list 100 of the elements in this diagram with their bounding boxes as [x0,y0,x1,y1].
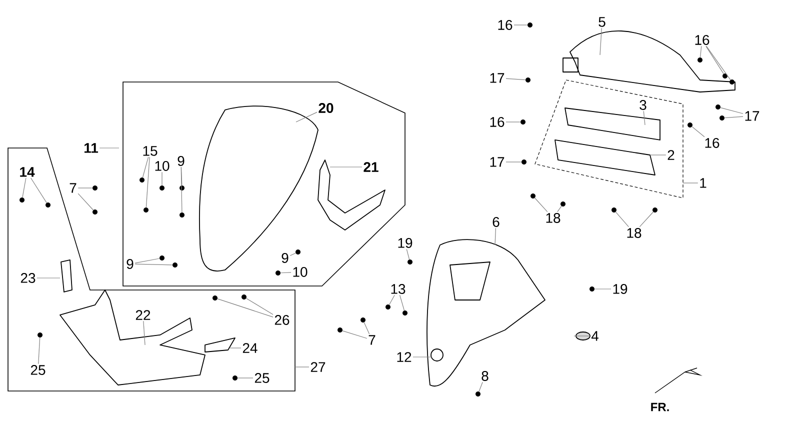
screw [528,22,532,28]
leader-line [78,193,94,210]
screw [232,376,238,380]
leader-line [294,366,310,368]
leader-line [514,24,528,26]
callout-number: 16 [705,138,720,148]
leader-line [412,356,432,358]
leader-line [290,252,296,256]
leader-line [364,322,370,334]
leader-line [342,330,368,339]
screw [688,122,692,128]
leader-line [406,248,410,260]
leader-line [682,182,698,184]
callout-number: 16 [490,117,504,127]
callout-number: 9 [282,253,288,263]
screw [242,294,246,300]
screw [560,202,566,206]
leader-line [38,337,40,364]
screw [698,58,702,62]
leader-line [180,166,182,213]
screw [46,202,51,208]
leader-line [706,46,724,74]
screw [612,208,616,212]
leader-line [280,272,292,274]
screw [276,270,280,276]
leader-line [296,112,318,122]
leader-line [134,264,173,266]
leader-line [557,206,562,212]
callout-number: 6 [492,217,500,227]
screw [160,186,164,190]
leader-line [478,382,483,392]
leader-line [724,116,744,118]
callout-number: 11 [84,143,98,153]
screw [522,160,526,164]
callout-number: 4 [591,331,598,341]
callout-number: 1 [700,178,706,188]
callout-number: 7 [70,183,76,193]
screw [590,286,594,292]
leader-line [494,228,496,246]
leader-line [389,294,395,305]
leader-line [143,320,146,346]
screw [402,310,408,316]
screw [338,328,342,332]
screw [652,208,658,212]
leader-line [30,178,47,204]
screw [92,186,98,190]
callout-number: 7 [368,335,376,345]
callout-number: 17 [745,111,760,121]
screw [160,256,164,260]
leader-line [700,46,702,58]
callout-number: 17 [490,73,504,83]
screw [530,194,536,198]
leader-line [594,288,612,290]
callout-number: 15 [143,146,158,156]
callout-number: 18 [546,213,560,223]
leader-line [146,156,150,208]
leader-line [600,28,602,56]
screw [408,260,412,264]
screw [716,104,720,110]
leader-line [534,198,548,212]
callout-number: 9 [178,156,184,166]
leader-line [643,110,646,126]
callout-number: 16 [498,20,512,30]
screw [144,208,148,212]
screw [386,304,390,310]
callout-number: 25 [254,373,270,383]
screw [526,78,530,82]
callout-number: 14 [20,167,35,177]
callout-number: 9 [126,259,134,269]
callout-number: 10 [293,267,308,277]
callout-number: 22 [136,310,150,320]
screw [180,186,184,190]
leader-line [400,294,405,311]
callout-number: 2 [668,150,674,160]
screw [720,116,724,120]
callout-number: 23 [20,273,36,283]
leader-line [246,298,274,315]
screw [476,392,480,396]
screw [180,212,184,218]
callout-number: 18 [627,228,642,238]
leader-line [22,178,26,198]
callout-number: 20 [318,103,334,113]
screw [730,80,734,84]
screw [92,210,98,214]
leader-line [615,212,629,228]
screw [212,296,218,300]
callout-number: 27 [310,362,326,372]
callout-number: 13 [391,284,406,294]
screw [520,120,526,124]
leader-line [330,166,362,168]
callout-number: 21 [364,162,378,172]
callout-number: 24 [242,343,258,353]
leader-line [217,298,274,318]
screw [20,198,25,202]
callout-number: 8 [482,371,488,381]
leader-line [142,156,149,178]
screw [360,318,366,322]
screw [38,332,42,338]
callout-number: 12 [397,352,412,362]
callout-number: 25 [30,365,46,375]
